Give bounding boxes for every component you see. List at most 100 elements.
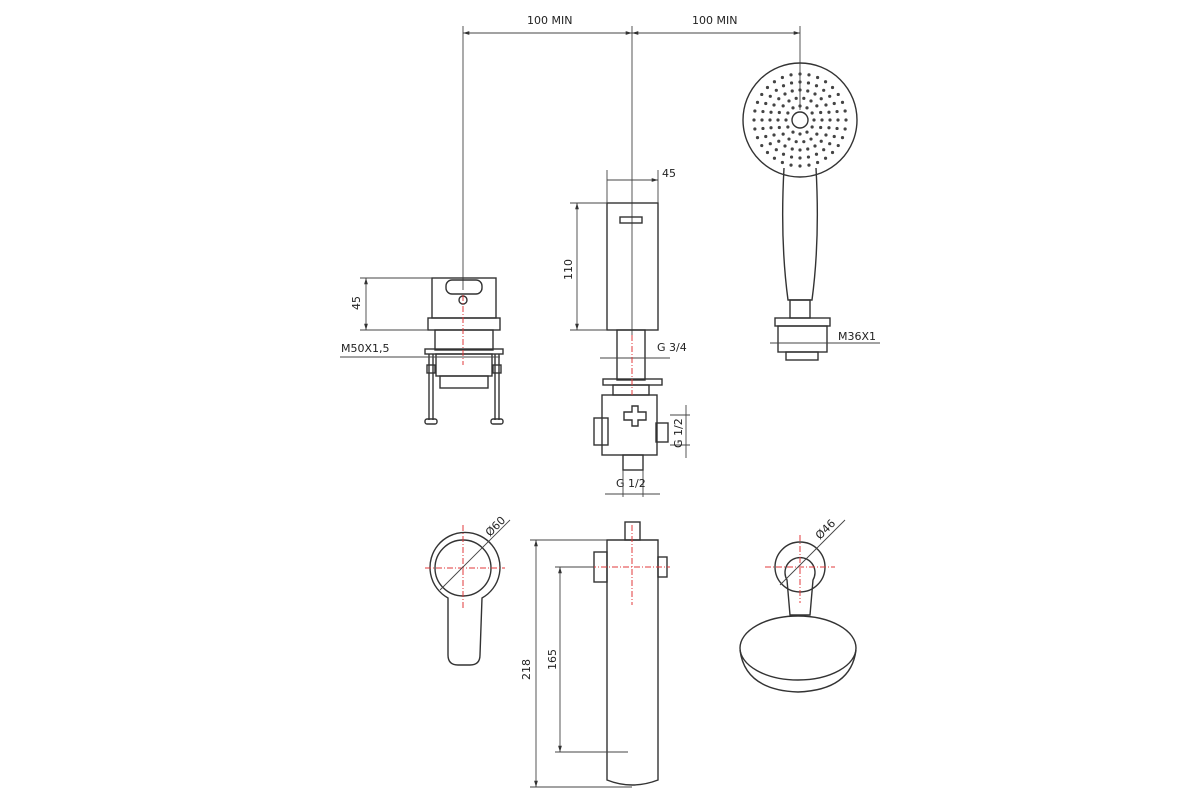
nozzle-dot	[787, 137, 791, 141]
nozzle-dot	[781, 104, 785, 108]
nozzle-dot	[780, 75, 784, 80]
nozzle-dot	[823, 156, 828, 160]
nozzle-dot	[816, 75, 820, 80]
nozzle-dot	[843, 127, 847, 131]
nozzle-dot	[791, 130, 795, 134]
nozzle-dot	[798, 88, 802, 92]
nozzle-dot	[798, 156, 802, 160]
nozzle-dot	[765, 85, 770, 90]
nozzle-dot	[810, 125, 814, 129]
spacing-left-label: 100 MIN	[527, 14, 572, 27]
nozzle-dot	[765, 150, 770, 155]
spray-nozzles	[752, 72, 848, 168]
handle-front-view: Ø60	[425, 514, 511, 666]
nozzle-dot	[790, 89, 794, 93]
nozzle-dot	[789, 163, 793, 167]
nozzle-dot	[791, 106, 795, 110]
nozzle-dot	[783, 144, 787, 148]
nozzle-dot	[836, 92, 840, 97]
nozzle-dot	[827, 110, 831, 114]
nozzle-dot	[774, 148, 778, 152]
nozzle-dot	[830, 150, 835, 155]
nozzle-dot	[761, 109, 765, 114]
nozzle-dot	[794, 140, 798, 144]
nozzle-dot	[772, 103, 776, 107]
nozzle-dot	[768, 94, 772, 98]
nozzle-dot	[798, 80, 802, 84]
nozzle-dot	[844, 118, 848, 122]
nozzle-dot	[805, 106, 809, 110]
spacing-dimension: 100 MIN 100 MIN	[462, 14, 801, 340]
spacing-right-label: 100 MIN	[692, 14, 737, 27]
nozzle-dot	[774, 88, 778, 92]
nozzle-dot	[813, 92, 817, 96]
spout-outlet-height-label: 165	[546, 649, 559, 670]
nozzle-dot	[764, 101, 768, 106]
nozzle-dot	[753, 127, 757, 131]
nozzle-dot	[789, 73, 793, 77]
nozzle-dot	[764, 134, 768, 139]
nozzle-dot	[777, 139, 781, 143]
nozzle-dot	[824, 133, 828, 137]
nozzle-dot	[814, 152, 819, 156]
spout-width-label: 45	[662, 167, 676, 180]
nozzle-dot	[760, 143, 764, 148]
nozzle-dot	[815, 104, 819, 108]
nozzle-dot	[812, 118, 816, 122]
nozzle-dot	[809, 99, 813, 103]
nozzle-dot	[840, 136, 845, 140]
nozzle-dot	[776, 118, 780, 122]
nozzle-dot	[806, 89, 810, 93]
nozzle-dot	[807, 163, 811, 167]
nozzle-dot	[777, 110, 781, 115]
nozzle-dot	[768, 118, 772, 122]
valve-outlet-vertical-label: G 1/2	[672, 418, 685, 448]
nozzle-dot	[843, 109, 847, 113]
nozzle-dot	[819, 97, 823, 101]
nozzle-dot	[806, 155, 811, 159]
nozzle-dot	[827, 126, 831, 130]
nozzle-dot	[789, 81, 794, 85]
nozzle-dot	[832, 101, 836, 106]
handle-diameter-label: Ø60	[483, 514, 508, 539]
nozzle-dot	[822, 148, 826, 152]
nozzle-dot	[780, 160, 784, 165]
nozzle-dot	[830, 85, 835, 90]
nozzle-dot	[813, 144, 817, 148]
spout-front-view: 218 165	[520, 521, 670, 788]
nozzle-dot	[828, 142, 832, 146]
spout-thread-label: G 3/4	[657, 341, 687, 354]
nozzle-dot	[761, 126, 765, 131]
nozzle-dot	[760, 92, 764, 97]
nozzle-dot	[819, 139, 823, 143]
nozzle-dot	[781, 84, 786, 88]
nozzle-dot	[819, 125, 823, 130]
nozzle-dot	[802, 96, 806, 100]
nozzle-dot	[832, 134, 836, 139]
nozzle-dot	[823, 80, 828, 84]
nozzle-dot	[798, 104, 802, 108]
nozzle-dot	[786, 111, 790, 115]
nozzle-dot	[840, 100, 845, 104]
nozzle-dot	[755, 100, 760, 104]
nozzle-dot	[828, 94, 832, 98]
nozzle-dot	[820, 118, 824, 122]
nozzle-dot	[814, 84, 819, 88]
nozzle-dot	[781, 132, 785, 136]
nozzle-dot	[768, 142, 772, 146]
hand-shower: M36X1	[742, 62, 880, 361]
nozzle-dot	[783, 92, 787, 96]
shower-thread-label: M36X1	[838, 330, 876, 343]
nozzle-dot	[836, 143, 840, 148]
nozzle-dot	[789, 155, 794, 159]
nozzle-dot	[815, 132, 819, 136]
nozzle-dot	[805, 130, 809, 134]
nozzle-dot	[809, 137, 813, 141]
nozzle-dot	[836, 118, 840, 122]
nozzle-dot	[806, 81, 811, 85]
nozzle-dot	[772, 133, 776, 137]
nozzle-dot	[798, 132, 802, 136]
nozzle-dot	[787, 99, 791, 103]
